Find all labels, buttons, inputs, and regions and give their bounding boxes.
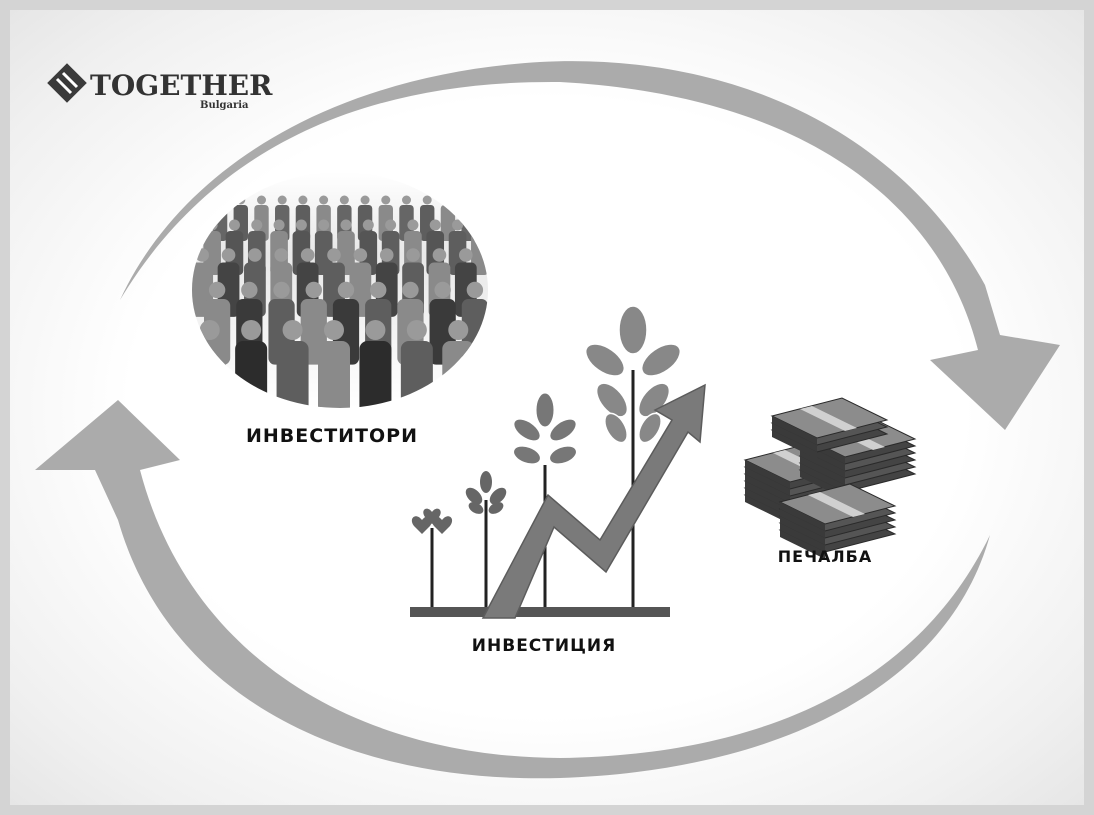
investors-label: ИНВЕСТИТОРИ — [246, 425, 418, 447]
crowd-illustration — [192, 172, 488, 408]
crowd-person — [318, 320, 350, 408]
logo-word: TOGETHER — [90, 69, 273, 102]
crowd-person — [359, 320, 392, 408]
bottom-cycle-arrow — [35, 400, 990, 779]
logo-mark-icon — [47, 63, 87, 103]
top-cycle-arrow — [120, 61, 1060, 431]
profit-label: ПЕЧАЛБА — [778, 547, 873, 566]
investment-label: ИНВЕСТИЦИЯ — [472, 636, 616, 656]
money-stack-top — [770, 397, 889, 459]
money-stack-front — [778, 483, 897, 559]
growth-chart-icon — [410, 305, 706, 619]
logo: TOGETHER Bulgaria — [47, 63, 273, 111]
cycle-arrows — [35, 61, 1060, 779]
logo-sub: Bulgaria — [200, 100, 249, 111]
money-stacks-icon — [743, 397, 917, 559]
